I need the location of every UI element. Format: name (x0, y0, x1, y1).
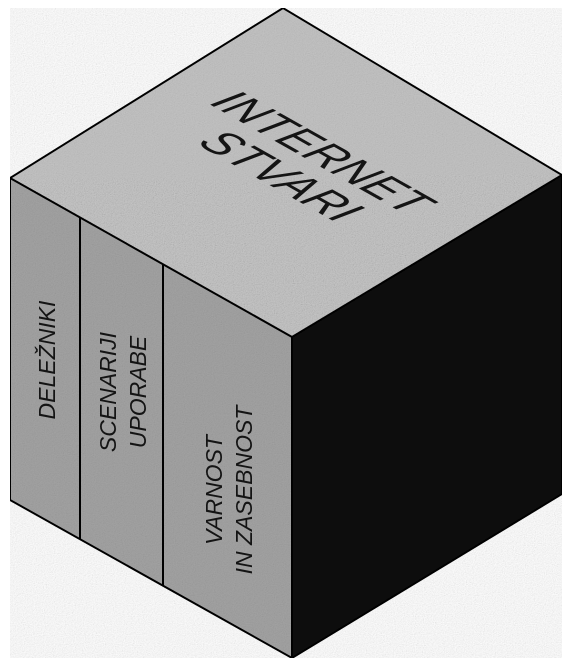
section-security-privacy-line2: IN ZASEBNOST (231, 404, 257, 575)
section-stakeholders: DELEŽNIKI (34, 300, 60, 419)
section-use-scenarios-line2: UPORABE (125, 335, 151, 448)
section-stakeholders-line1: DELEŽNIKI (34, 300, 60, 419)
section-security-privacy-line1: VARNOST (201, 433, 227, 545)
section-use-scenarios-line1: SCENARIJI (95, 331, 121, 452)
